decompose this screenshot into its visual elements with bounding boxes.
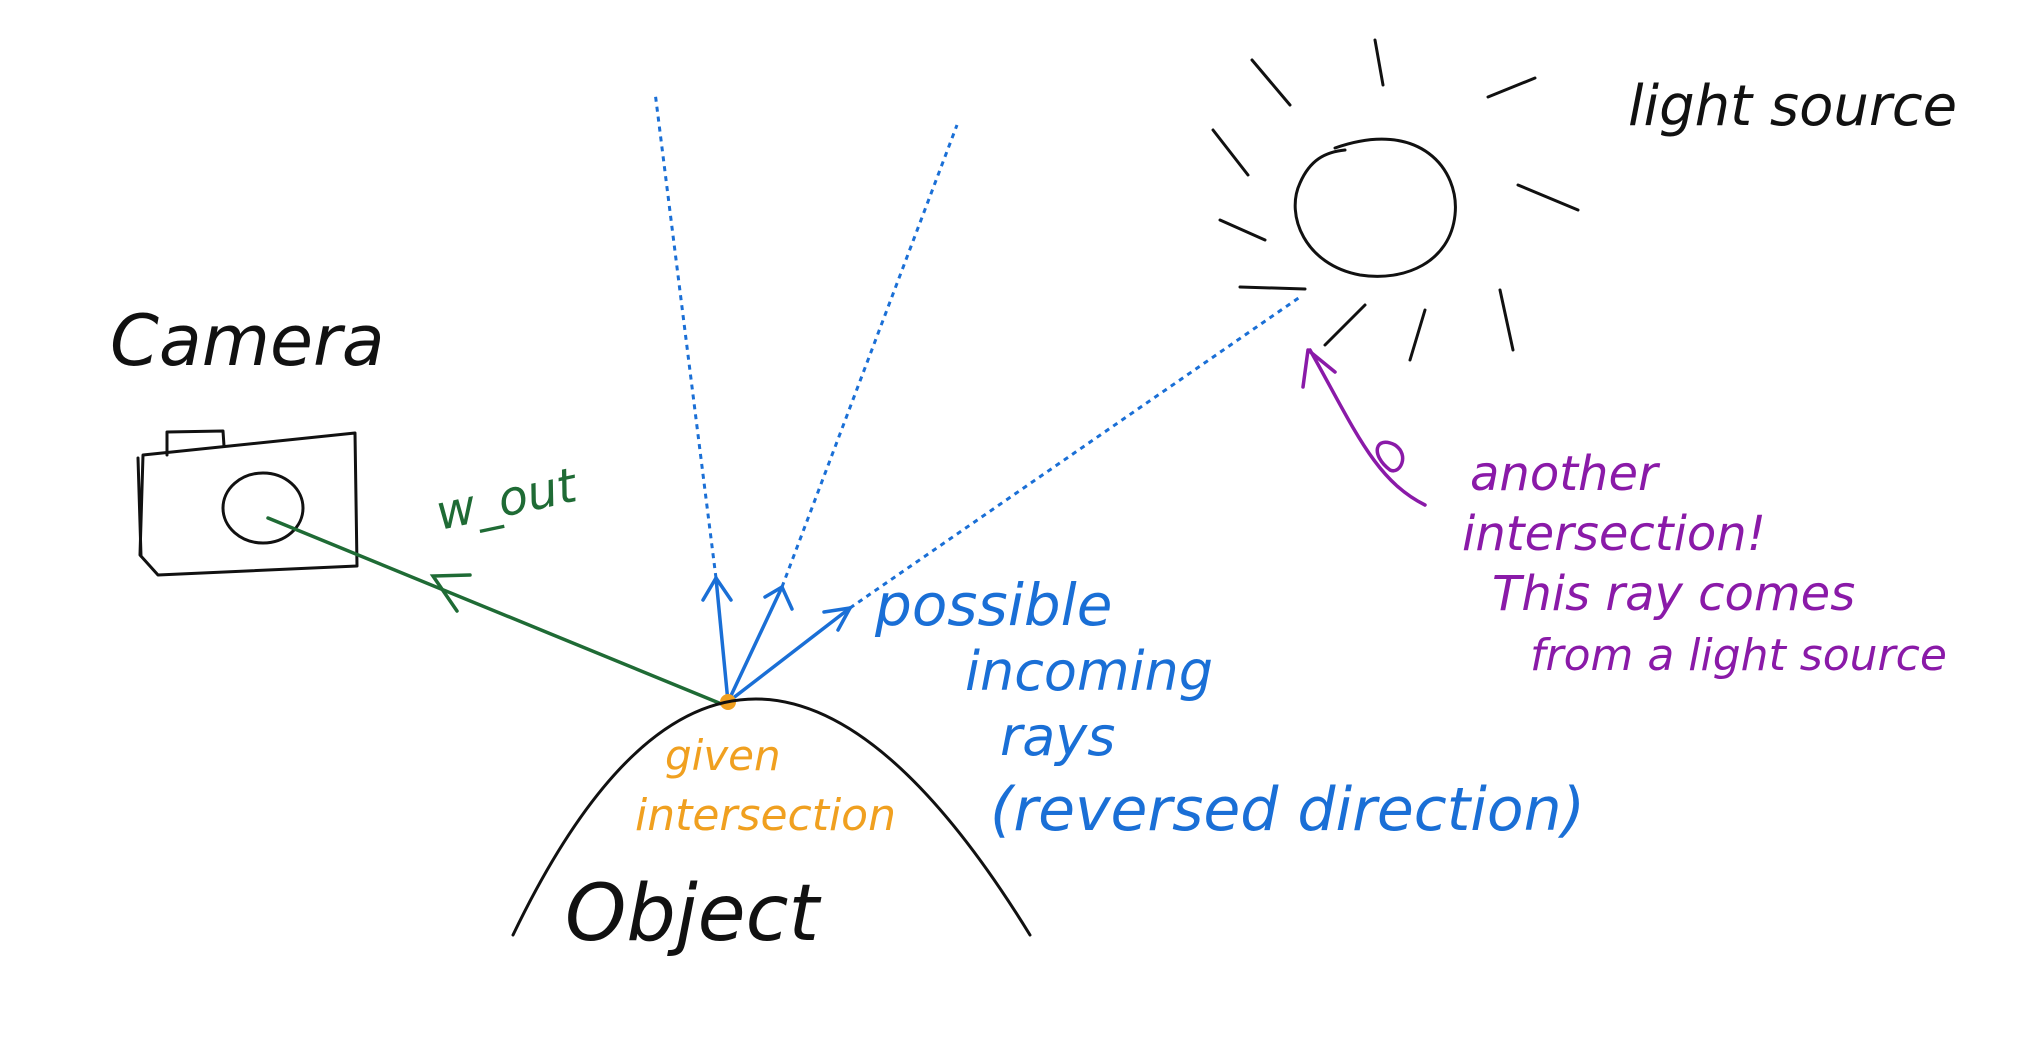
w-out-ray	[266, 516, 726, 707]
object-surface	[511, 697, 1032, 937]
given-intersection-line-2: intersection	[635, 790, 896, 841]
w-out-arrowhead	[429, 573, 472, 613]
another-intersection-line-1: another	[1470, 446, 1661, 502]
w-out-label: w_out	[431, 457, 584, 542]
another-intersection-arrow	[1301, 348, 1427, 507]
object-label: Object	[565, 869, 821, 959]
another-intersection-line-3: This ray comes	[1492, 566, 1855, 622]
another-intersection-line-4: from a light source	[1530, 630, 1947, 681]
given-intersection-line-1: given	[665, 731, 781, 780]
dotted-ray-extensions	[653, 91, 1301, 610]
camera-label: Camera	[110, 300, 385, 382]
sun-icon	[1211, 38, 1580, 362]
another-intersection-line-2: intersection!	[1462, 506, 1766, 562]
incoming-rays	[714, 576, 852, 704]
incoming-ray-arrowheads	[701, 576, 852, 632]
possible-incoming-rays-line-4: (reversed direction)	[990, 775, 1585, 845]
possible-incoming-rays-line-1: possible	[874, 571, 1112, 639]
light-source-label: light source	[1628, 74, 1957, 139]
possible-incoming-rays-line-3: rays	[1000, 705, 1115, 768]
camera-icon	[136, 429, 359, 577]
possible-incoming-rays-line-2: incoming	[965, 640, 1213, 703]
